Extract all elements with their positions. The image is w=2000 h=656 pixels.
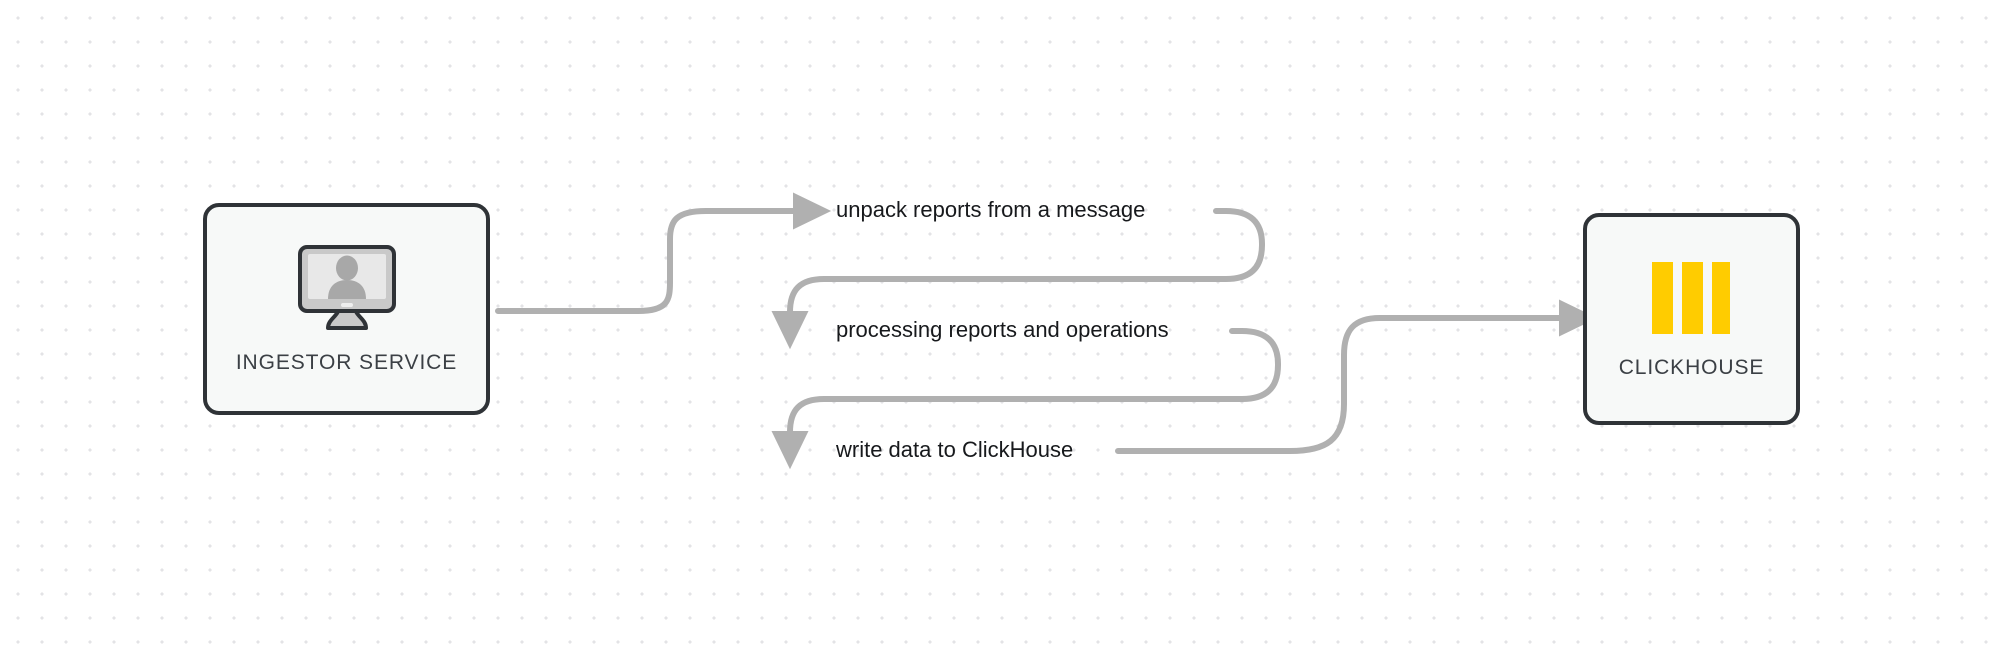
connector-ingestor-to-step1 [495,192,832,314]
node-ingestor-service-label: INGESTOR SERVICE [235,351,458,374]
edge-label-write-data: write data to ClickHouse [836,437,1074,462]
connector-step3-to-clickhouse [1115,299,1598,454]
node-ingestor-service[interactable]: INGESTOR SERVICE [203,203,490,415]
edge-label-processing-reports: processing reports and operations [836,317,1169,342]
connector-step2-to-step3 [771,328,1281,470]
clickhouse-logo-icon [1640,258,1744,338]
node-clickhouse-label: CLICKHOUSE [1618,356,1765,379]
node-clickhouse[interactable]: CLICKHOUSE [1583,213,1800,425]
edge-label-unpack-reports: unpack reports from a message [836,197,1146,222]
connector-step1-to-step2 [771,208,1265,350]
monitor-user-icon [295,243,399,335]
